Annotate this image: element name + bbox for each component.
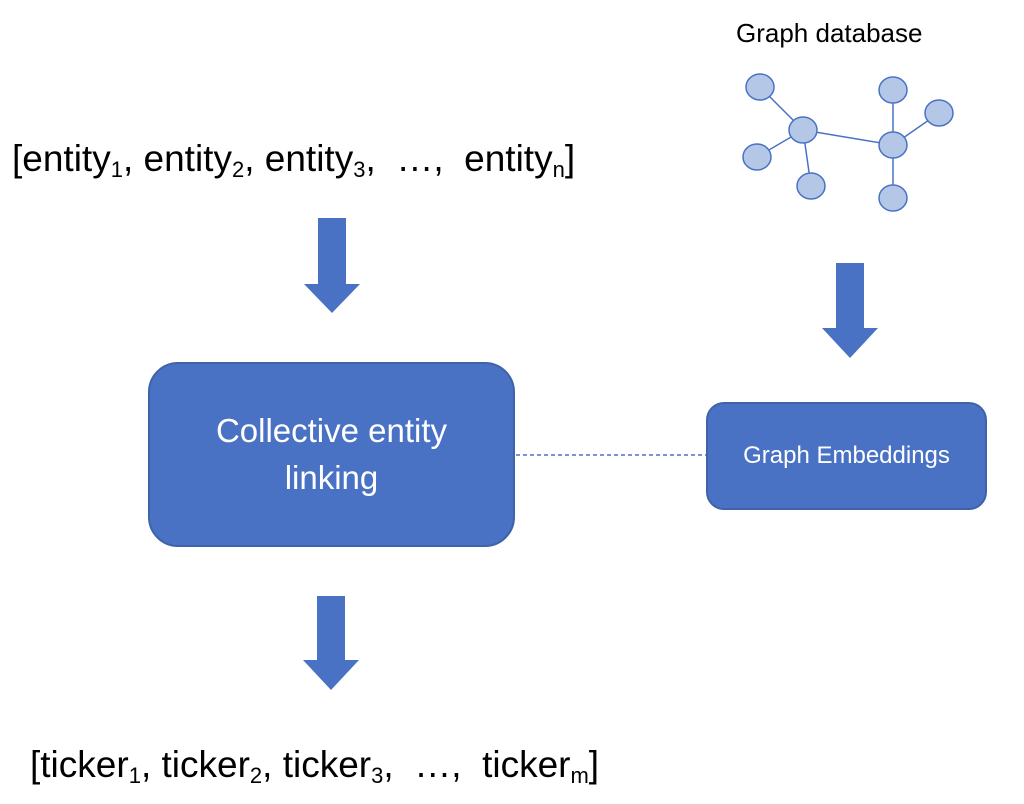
open-bracket: [: [12, 138, 23, 179]
close-bracket: ]: [564, 138, 576, 179]
seq-ellipsis: …,: [396, 138, 465, 179]
seq-item: entity2,: [143, 138, 265, 182]
seq-item: tickerm: [482, 744, 589, 788]
graph-node: [878, 184, 908, 212]
graph-node: [878, 131, 908, 159]
down-arrow-output: [303, 596, 359, 690]
open-bracket: [: [30, 744, 41, 785]
down-arrow-graph: [822, 263, 878, 358]
seq-item: ticker1,: [40, 744, 162, 788]
close-bracket: ]: [588, 744, 600, 785]
graph-embeddings-label: Graph Embeddings: [743, 442, 950, 469]
seq-item: entity3,: [264, 138, 397, 182]
seq-item: ticker2,: [161, 744, 283, 788]
graph-node: [796, 172, 826, 200]
seq-item: entityn: [464, 138, 565, 182]
graph-node: [742, 143, 772, 171]
graph-node: [745, 73, 775, 101]
input-entity-list: [entity1, entity2, entity3, …, entityn]: [12, 138, 576, 182]
graph-node: [878, 76, 908, 104]
graph-node: [788, 116, 818, 144]
collective-entity-linking-box: Collective entity linking: [148, 362, 515, 547]
graph-node: [924, 99, 954, 127]
graph-database-title: Graph database: [736, 18, 923, 48]
seq-ellipsis: …,: [414, 744, 483, 785]
seq-item: entity1,: [22, 138, 144, 182]
graph-embeddings-box: Graph Embeddings: [706, 402, 987, 510]
box-label-line: linking: [284, 458, 379, 496]
down-arrow-input: [304, 218, 360, 313]
box-label-line: Collective entity: [215, 412, 448, 450]
graph-database-illustration: [742, 73, 954, 212]
output-ticker-list: [ticker1, ticker2, ticker3, …, tickerm]: [30, 744, 600, 788]
seq-item: ticker3,: [282, 744, 415, 788]
